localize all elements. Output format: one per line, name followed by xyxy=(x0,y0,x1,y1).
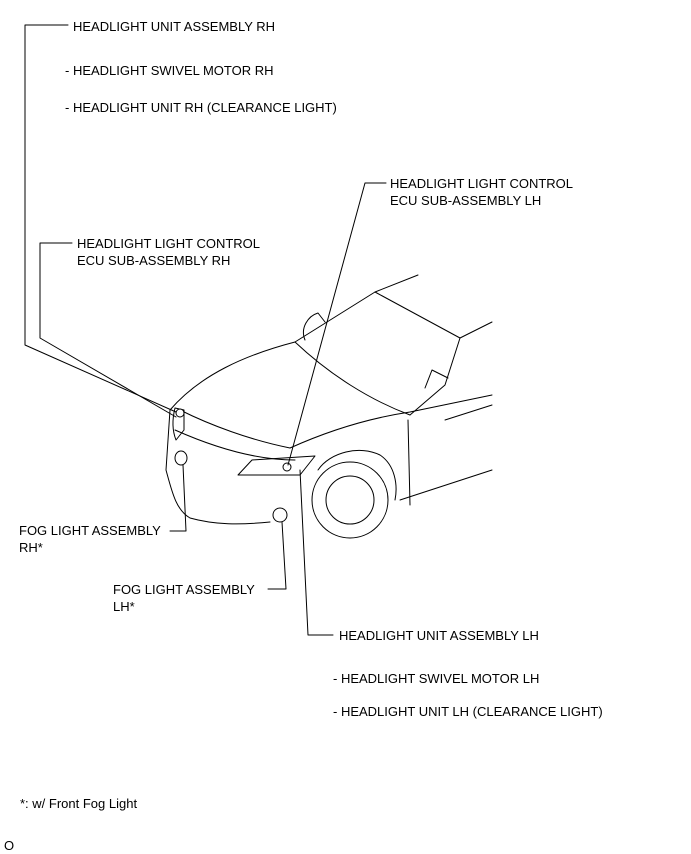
headlight-unit-lh-title: HEADLIGHT UNIT ASSEMBLY LH xyxy=(339,628,539,643)
footnote-text: *: w/ Front Fog Light xyxy=(20,796,138,811)
fog-light-lh-marker xyxy=(272,507,288,523)
fog-light-rh-line2: RH* xyxy=(19,540,43,555)
headlight-ecu-rh-marker xyxy=(175,408,185,418)
component-markers xyxy=(174,408,292,523)
label-headlight-clearance-lh: - HEADLIGHT UNIT LH (CLEARANCE LIGHT) xyxy=(333,703,603,720)
leader-headlight-unit-rh xyxy=(24,24,177,413)
fog-light-rh-marker xyxy=(174,450,188,466)
label-headlight-swivel-motor-rh: - HEADLIGHT SWIVEL MOTOR RH xyxy=(65,62,274,79)
label-fog-light-rh: FOG LIGHT ASSEMBLY RH* xyxy=(19,522,161,556)
leader-fog-light-rh xyxy=(169,464,187,532)
leader-headlight-ecu-rh xyxy=(39,242,177,418)
leader-fog-light-lh xyxy=(267,521,287,590)
label-headlight-swivel-motor-lh: - HEADLIGHT SWIVEL MOTOR LH xyxy=(333,670,539,687)
headlight-swivel-motor-rh-text: - HEADLIGHT SWIVEL MOTOR RH xyxy=(65,63,274,78)
leader-headlight-unit-lh xyxy=(299,469,334,636)
leader-headlight-ecu-lh xyxy=(287,182,387,466)
headlight-ecu-lh-line2: ECU SUB-ASSEMBLY LH xyxy=(390,193,542,208)
label-headlight-clearance-rh: - HEADLIGHT UNIT RH (CLEARANCE LIGHT) xyxy=(65,99,337,116)
label-headlight-unit-assembly-rh: HEADLIGHT UNIT ASSEMBLY RH xyxy=(73,18,275,35)
label-headlight-ecu-rh: HEADLIGHT LIGHT CONTROL ECU SUB-ASSEMBLY… xyxy=(77,235,260,269)
headlight-clearance-lh-text: - HEADLIGHT UNIT LH (CLEARANCE LIGHT) xyxy=(333,704,603,719)
label-headlight-ecu-lh: HEADLIGHT LIGHT CONTROL ECU SUB-ASSEMBLY… xyxy=(390,175,573,209)
headlight-unit-rh-title: HEADLIGHT UNIT ASSEMBLY RH xyxy=(73,19,276,34)
fog-light-lh-line1: FOG LIGHT ASSEMBLY xyxy=(113,582,255,597)
car-body-outline xyxy=(165,274,493,539)
headlight-ecu-lh-line1: HEADLIGHT LIGHT CONTROL xyxy=(390,176,573,191)
label-headlight-unit-assembly-lh: HEADLIGHT UNIT ASSEMBLY LH xyxy=(339,627,539,644)
label-fog-light-lh: FOG LIGHT ASSEMBLY LH* xyxy=(113,581,255,615)
fog-light-lh-line2: LH* xyxy=(113,599,135,614)
headlight-ecu-lh-marker xyxy=(282,462,292,472)
corner-mark: O xyxy=(4,837,14,854)
fog-light-rh-line1: FOG LIGHT ASSEMBLY xyxy=(19,523,161,538)
corner-mark-text: O xyxy=(4,838,15,853)
footnote: *: w/ Front Fog Light xyxy=(20,795,137,812)
headlight-clearance-rh-text: - HEADLIGHT UNIT RH (CLEARANCE LIGHT) xyxy=(65,100,337,115)
headlight-swivel-motor-lh-text: - HEADLIGHT SWIVEL MOTOR LH xyxy=(333,671,540,686)
leader-lines xyxy=(24,24,387,636)
headlight-ecu-rh-line1: HEADLIGHT LIGHT CONTROL xyxy=(77,236,260,251)
headlight-ecu-rh-line2: ECU SUB-ASSEMBLY RH xyxy=(77,253,231,268)
